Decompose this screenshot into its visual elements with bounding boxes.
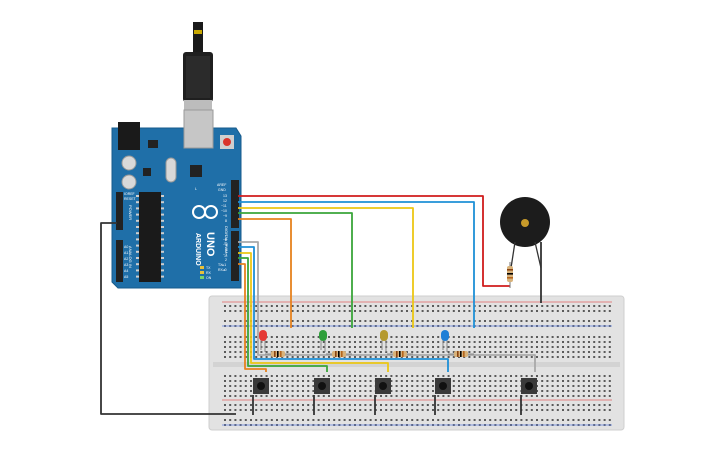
- led-group: [259, 330, 449, 352]
- analog-header: [116, 240, 123, 282]
- analog-pin-a1: A1: [124, 251, 128, 255]
- pin-13-label: 13: [223, 194, 227, 198]
- gnd-label: GND: [218, 188, 226, 192]
- piezo-buzzer[interactable]: [500, 197, 550, 288]
- resistor-4[interactable]: [448, 351, 474, 357]
- brand-label: ARDUINO: [194, 233, 201, 266]
- resistor-3[interactable]: [387, 351, 413, 357]
- resistor-2[interactable]: [326, 351, 352, 357]
- analog-pin-a5: A5: [124, 275, 128, 279]
- led-4[interactable]: [441, 330, 449, 352]
- model-label: UNO: [204, 232, 216, 257]
- wire-yellow-button[interactable]: [238, 252, 389, 372]
- on-led: [200, 276, 204, 279]
- crystal: [165, 157, 177, 183]
- buzzer-resistor[interactable]: [507, 262, 513, 288]
- pin-7-label: 7: [225, 233, 227, 237]
- power-label: POWER: [128, 205, 133, 220]
- digital-header-low: [231, 231, 239, 281]
- pin-11-label: ~11: [221, 204, 227, 208]
- power-header: [116, 192, 123, 230]
- analog-pin-a4: A4: [124, 269, 128, 273]
- push-button-4[interactable]: [434, 378, 451, 415]
- pin-8-label: 8: [225, 219, 227, 223]
- breadboard[interactable]: [208, 295, 625, 431]
- push-button-3[interactable]: [374, 378, 391, 415]
- reset-button-cap[interactable]: [223, 138, 231, 146]
- buzzer-leg-right: [534, 241, 542, 269]
- pin-9-label: ~9: [223, 214, 227, 218]
- pin-12-label: 12: [223, 199, 227, 203]
- aref-label: AREF: [217, 183, 226, 187]
- mcu-pins: [136, 195, 164, 278]
- buzzer-leg-left: [510, 241, 516, 269]
- atmega-chip: [139, 192, 161, 282]
- wire-gray[interactable]: [238, 241, 536, 372]
- led-2[interactable]: [319, 330, 327, 352]
- buzzer-center: [521, 219, 529, 227]
- analog-label: ANALOG IN: [128, 246, 133, 268]
- usb-chip: [190, 165, 202, 177]
- ioref-label: IOREF: [124, 192, 135, 196]
- resistor-1[interactable]: [265, 351, 291, 357]
- capacitor-2: [121, 174, 137, 190]
- wires: [100, 195, 542, 415]
- usb-jack: [183, 109, 214, 149]
- wire-blue-button[interactable]: [238, 246, 449, 372]
- pin-4-label: 4: [225, 248, 227, 252]
- wire-red[interactable]: [238, 195, 510, 287]
- push-button-2[interactable]: [313, 378, 330, 415]
- on-led-label: ON: [206, 276, 212, 280]
- pin-1-label: TX▸1: [218, 263, 226, 267]
- analog-pin-a0: A0: [124, 245, 128, 249]
- pin-3-label: ~3: [223, 253, 227, 257]
- wire-blue[interactable]: [238, 201, 475, 328]
- tx-led: [200, 266, 204, 269]
- digital-label: DIGITAL (PWM~): [224, 226, 229, 258]
- wire-orange[interactable]: [238, 218, 292, 328]
- digital-header-high: [231, 180, 239, 228]
- wire-green-button[interactable]: [238, 257, 328, 372]
- led-1[interactable]: [259, 330, 267, 352]
- usb-cable: [183, 22, 213, 110]
- rx-led-label: RX: [206, 271, 212, 275]
- led-3[interactable]: [380, 330, 388, 352]
- small-chip: [143, 168, 151, 176]
- arduino-logo: [192, 205, 218, 219]
- pin-2-label: 2: [225, 258, 227, 262]
- wire-yellow[interactable]: [238, 207, 414, 328]
- l-led-label: L: [195, 187, 197, 191]
- pin-5-label: ~5: [223, 243, 227, 247]
- wire-black-gnd[interactable]: [100, 222, 236, 415]
- analog-pin-a3: A3: [124, 263, 128, 267]
- pin-6-label: ~6: [223, 238, 227, 242]
- rx-led: [200, 271, 204, 274]
- tx-led-label: TX: [206, 266, 211, 270]
- regulator-chip: [148, 140, 158, 148]
- pin-10-label: ~10: [221, 209, 227, 213]
- power-jack: [118, 122, 140, 150]
- button-group: [252, 378, 537, 415]
- resistor-group: [265, 351, 474, 357]
- push-button-1[interactable]: [252, 378, 269, 415]
- arduino-uno-board[interactable]: ARDUINO UNO DIGITAL (PWM~) POWER ANALOG …: [111, 22, 242, 289]
- capacitor-1: [121, 155, 137, 171]
- wire-orange-button[interactable]: [238, 263, 267, 372]
- pin-0-label: RX◂0: [218, 268, 227, 272]
- reset-label: RESET: [124, 197, 137, 201]
- analog-pin-a2: A2: [124, 257, 128, 261]
- push-button-5[interactable]: [520, 378, 537, 415]
- wire-green[interactable]: [238, 212, 353, 328]
